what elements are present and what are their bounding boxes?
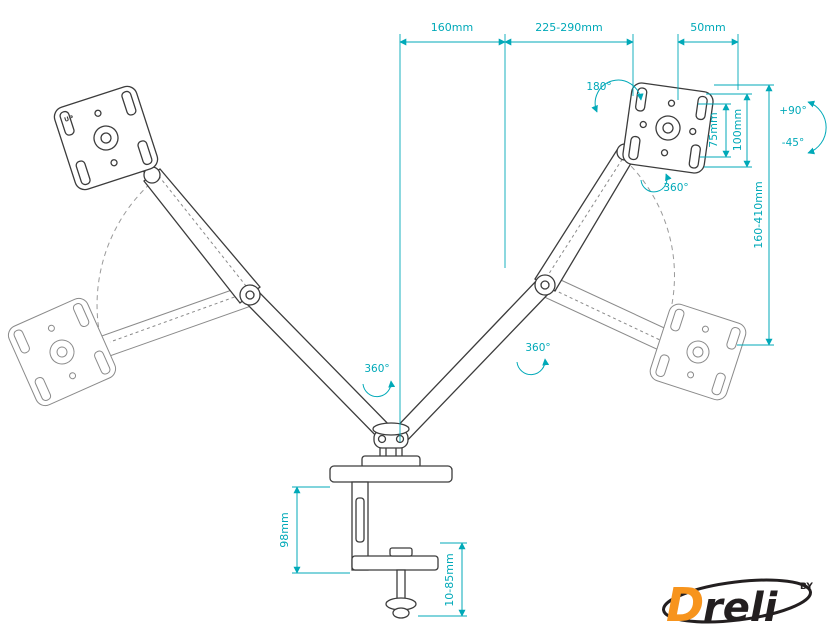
logo-by: BY <box>800 582 813 592</box>
dim-vesa-inner-label: 75mm <box>707 112 720 147</box>
right-arm-rotation-arc <box>516 358 550 376</box>
vesa-plate-left: UP <box>53 85 159 191</box>
phantom-vesa-plate-right <box>649 303 747 401</box>
brand-logo: D reli BY <box>662 578 813 632</box>
arm-right-gas-spring <box>534 149 634 292</box>
clamp-pad <box>389 547 413 557</box>
head-swivel-label: 180° <box>586 81 611 93</box>
dim-arm-reach-right-label: 225-290mm <box>535 21 602 34</box>
base-plate <box>329 465 453 483</box>
tilt-up-label: +90° <box>779 105 806 117</box>
arm-left <box>118 147 399 447</box>
left-arm-rotation-arc <box>362 380 396 398</box>
dim-clamp-height-label: 98mm <box>278 512 291 547</box>
dim-head-offset-label: 50mm <box>690 21 725 34</box>
dim-arm-reach-left-label: 160mm <box>431 21 473 34</box>
right-arm-rotation-label: 360° <box>525 342 550 354</box>
dim-height-range-label: 160-410mm <box>752 181 765 248</box>
dim-desk-thickness-label: 10-85mm <box>443 553 456 606</box>
left-arm-rotation-label: 360° <box>364 363 389 375</box>
clamp-screw-shaft <box>396 569 406 601</box>
head-swivel-arc <box>591 79 644 113</box>
dim-vesa-outer-label: 100mm <box>731 109 744 151</box>
up-marking-label: UP <box>63 114 75 124</box>
logo-rest: reli <box>703 585 779 631</box>
center-hub <box>372 422 410 449</box>
logo-initial: D <box>666 578 704 632</box>
arm-right-lower-link <box>389 278 552 447</box>
phantom-vesa-plate-left <box>7 297 117 407</box>
dimension-annotations: 160mm 225-290mm 50mm 75mm 100mm 160-410m… <box>278 21 827 617</box>
arm-right <box>389 131 654 447</box>
logo-swoosh <box>662 578 812 624</box>
tilt-arc <box>807 100 827 155</box>
clamp-bottom-arm <box>351 555 439 571</box>
head-rotation-label: 360° <box>663 182 688 194</box>
tilt-down-label: -45° <box>782 137 804 149</box>
head-rotation-arc <box>640 173 672 193</box>
desk-clamp <box>329 425 453 619</box>
vesa-plate-right <box>622 82 714 174</box>
arm-left-gas-spring <box>143 168 261 304</box>
